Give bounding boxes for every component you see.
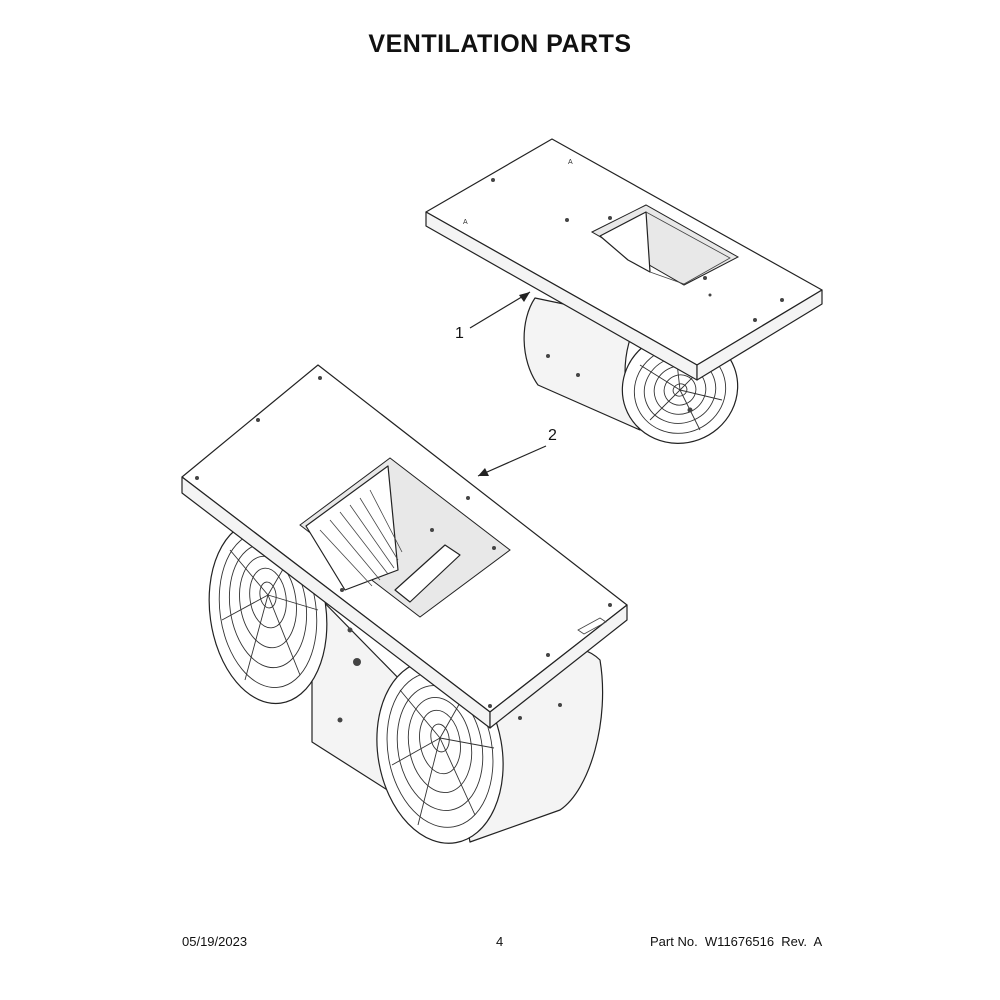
callout-2: 2 [477, 427, 557, 477]
callout-1: 1 [455, 291, 531, 342]
callout-1-label: 1 [455, 325, 464, 342]
svg-text:A: A [463, 219, 468, 226]
footer-page-number: 4 [496, 934, 504, 949]
footer-date: 05/19/2023 [182, 934, 248, 949]
callout-2-label: 2 [548, 427, 557, 444]
page-title: VENTILATION PARTS [368, 30, 632, 58]
ventilation-assembly-2 [181, 364, 628, 844]
ventilation-assembly-1: A A [425, 138, 823, 444]
svg-text:A: A [568, 159, 573, 166]
footer-part-number: Part No. W11676516 Rev. A [650, 934, 823, 949]
